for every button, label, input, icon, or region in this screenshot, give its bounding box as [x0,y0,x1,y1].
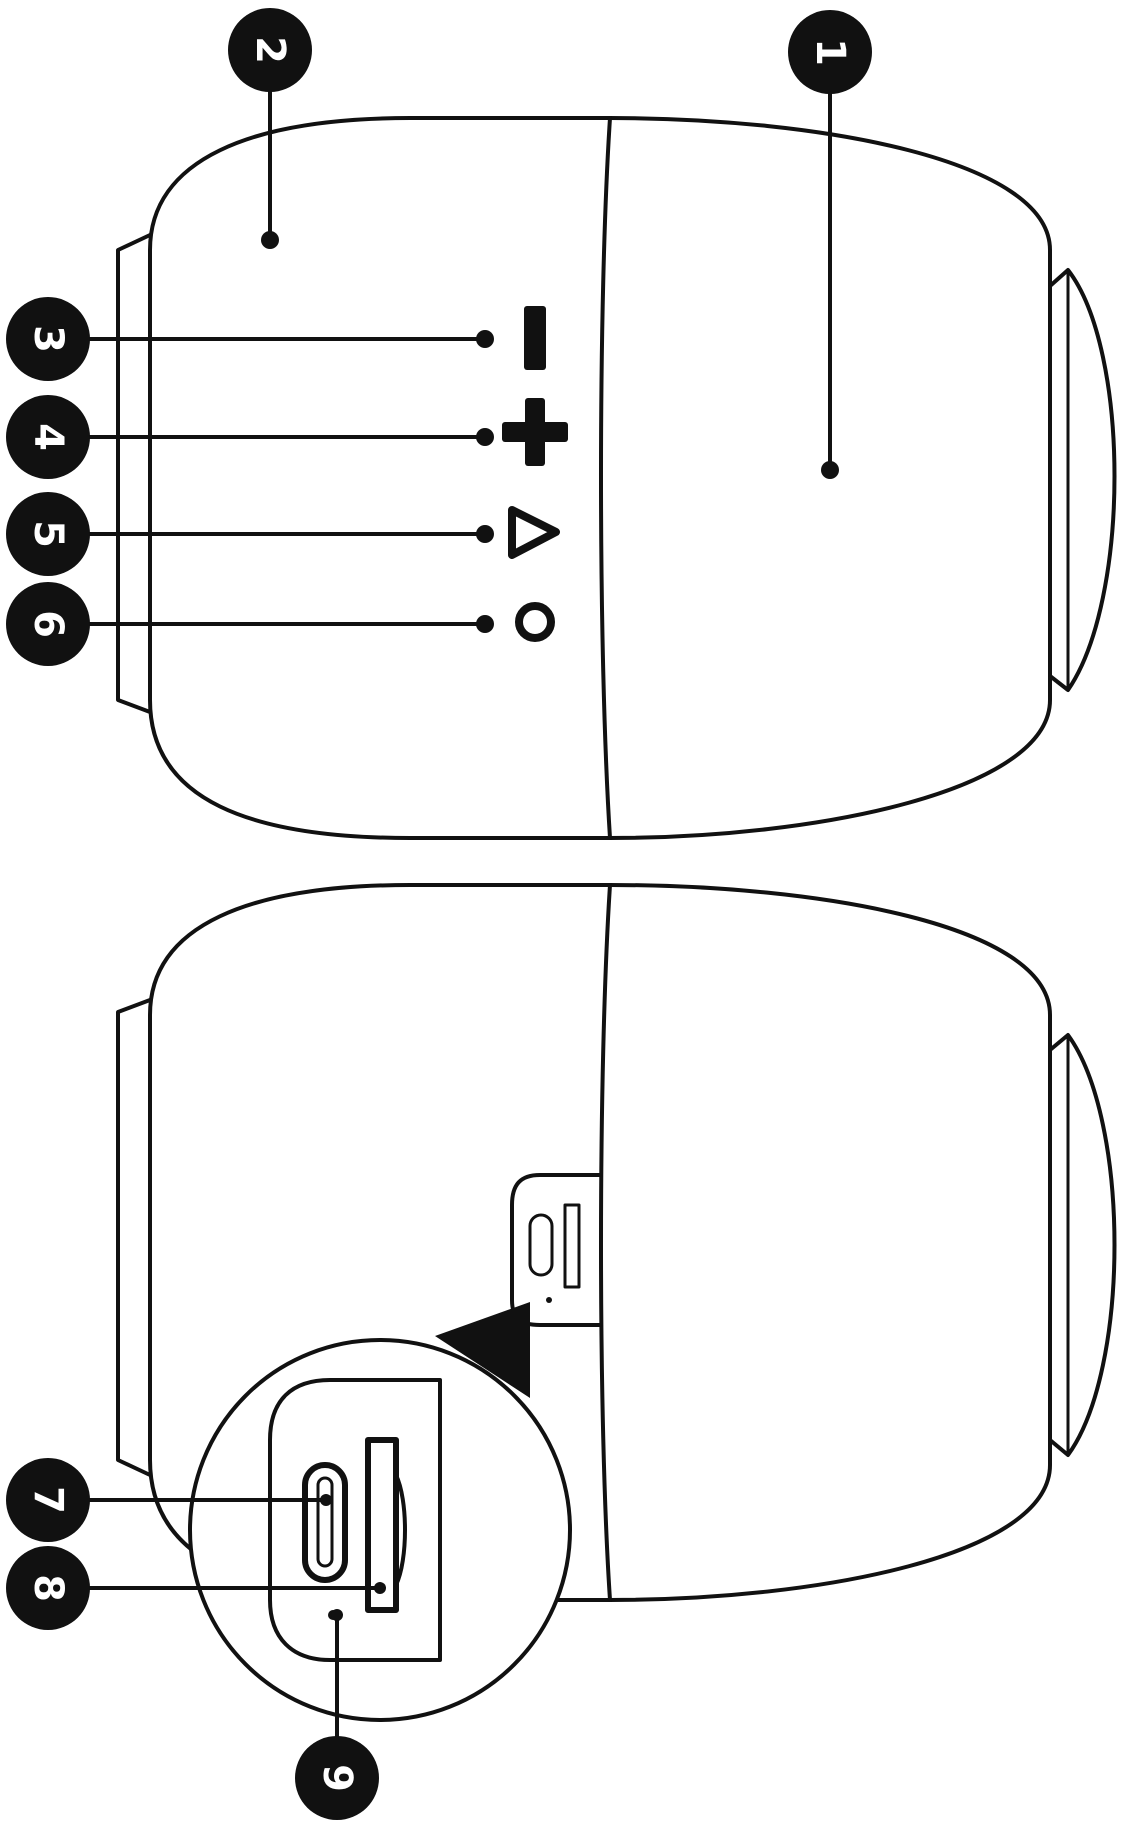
speaker-front-view [116,116,1117,840]
zoom-pointer [435,1302,530,1398]
usb-c-port-icon [302,1462,348,1583]
callout-4: 4 [6,395,90,479]
callout-2-number: 2 [247,36,293,64]
power-icon [515,602,555,642]
callout-9-number: 9 [314,1764,360,1792]
speaker-back-view [116,883,1117,1722]
zoom-circle [188,1338,572,1722]
callout-3: 3 [6,297,90,381]
callout-1-number: 1 [807,38,853,66]
usb-c-port-small [528,1213,554,1277]
callout-6-number: 6 [25,610,71,638]
callout-7-number: 7 [25,1486,71,1514]
speaker-body-outline-back [148,883,1052,1602]
strap-ring [116,233,152,714]
speaker-body-outline [148,116,1052,840]
panel-seam [599,116,612,840]
callout-2: 2 [228,8,312,92]
panel-seam-back [599,883,612,1602]
callout-5-number: 5 [25,520,71,548]
speaker-base [1048,268,1117,692]
leader-lines [85,88,839,1745]
callout-9: 9 [295,1736,379,1820]
callout-4-number: 4 [25,423,71,451]
usb-c-port-inner [316,1476,334,1568]
callout-8-number: 8 [25,1574,71,1602]
strap-ring-back [116,998,152,1477]
sd-card-bulge [394,1473,407,1587]
callout-3-number: 3 [25,325,71,353]
sd-card-slot-icon [365,1437,399,1613]
speaker-base-back [1048,1033,1117,1457]
callout-5: 5 [6,492,90,576]
play-icon [508,506,560,559]
callout-8: 8 [6,1546,90,1630]
sd-slot-small [563,1203,581,1289]
indicator-light-small [546,1297,552,1303]
callout-badges: 1 2 3 4 5 6 7 8 [6,8,872,1820]
callout-1: 1 [788,10,872,94]
callout-6: 6 [6,582,90,666]
plus-icon [502,398,568,466]
minus-icon [524,306,546,370]
callout-7: 7 [6,1458,90,1542]
zoom-port-panel [268,1378,442,1662]
port-panel [510,1173,602,1327]
